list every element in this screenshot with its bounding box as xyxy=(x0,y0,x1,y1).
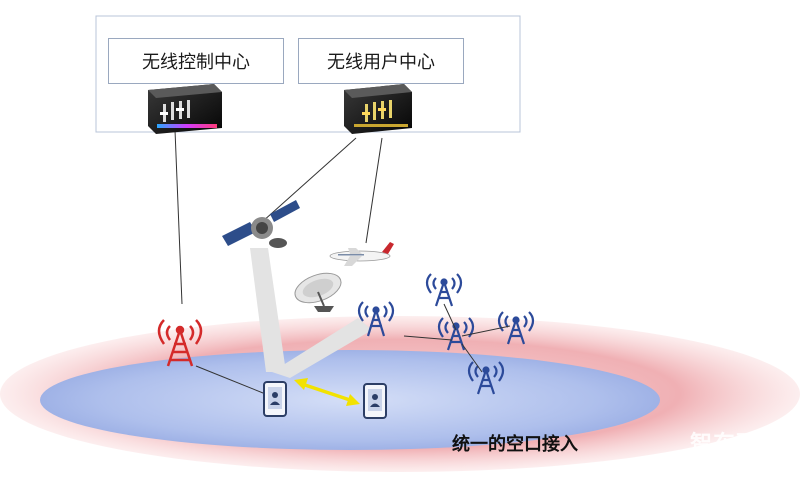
blue-radio-tower-icon-2 xyxy=(425,273,463,307)
control-center-server-icon xyxy=(148,84,222,134)
user-center-label: 无线用户中心 xyxy=(298,38,464,84)
watermark-logo: 智东西 xyxy=(690,432,760,457)
user-center-server-icon xyxy=(344,84,412,134)
unified-air-interface-caption: 统一的空口接入 xyxy=(452,434,578,455)
mobile-phone-icon-right xyxy=(363,383,387,419)
dish-beam xyxy=(272,318,372,378)
blue-radio-tower-icon-4 xyxy=(497,311,535,345)
red-radio-tower-icon xyxy=(157,319,203,367)
mobile-phone-icon-left xyxy=(263,381,287,417)
device-to-device-arrow xyxy=(294,378,360,406)
blue-radio-tower-icon-1 xyxy=(357,301,395,337)
blue-radio-tower-icon-5 xyxy=(467,361,505,395)
control-center-label: 无线控制中心 xyxy=(108,38,284,84)
link-red-tower-to-phone xyxy=(195,365,269,396)
satellite-beam xyxy=(250,248,286,372)
link-control-to-red-tower xyxy=(174,129,183,305)
tower-mesh-links xyxy=(403,303,511,373)
airplane-icon xyxy=(329,242,394,266)
link-user-to-airplane xyxy=(365,137,383,244)
link-user-to-satellite xyxy=(261,137,357,223)
satellite-icon xyxy=(222,200,300,248)
satellite-dish-icon xyxy=(294,272,342,312)
